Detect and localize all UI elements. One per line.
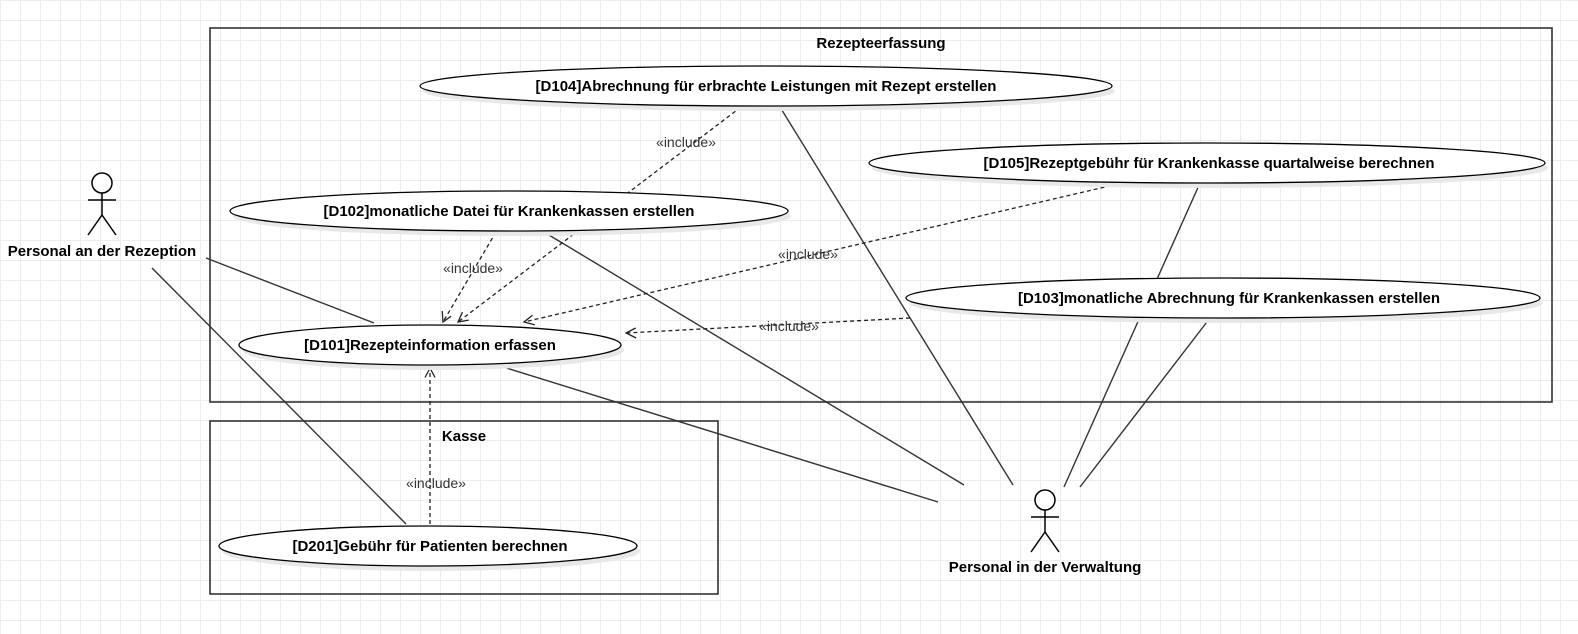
- use-case-d104-label: [D104]Abrechnung für erbrachte Leistunge…: [536, 78, 997, 95]
- association-verwaltung-d103: [1079, 317, 1211, 488]
- use-case-d201-label: [D201]Gebühr für Patienten berechnen: [292, 538, 567, 555]
- association-verwaltung-d104: [779, 106, 1014, 486]
- associations: [151, 106, 1211, 525]
- include-label-d104-d101: «include»: [656, 134, 716, 150]
- actor-rezeption[interactable]: Personal an der Rezeption: [8, 172, 196, 260]
- use-case-d103-label: [D103]monatliche Abrechnung für Krankenk…: [1018, 290, 1440, 307]
- use-case-d105-label: [D105]Rezeptgebühr für Krankenkasse quar…: [984, 155, 1435, 172]
- use-case-d201[interactable]: [D201]Gebühr für Patienten berechnen: [218, 525, 640, 571]
- include-label-d105-d101: «include»: [778, 246, 838, 262]
- association-verwaltung-d101: [499, 365, 939, 503]
- include-labels: «include» «include» «include» «include» …: [406, 134, 838, 491]
- actor-rezeption-icon[interactable]: [87, 172, 117, 236]
- include-label-d103-d101: «include»: [759, 318, 819, 334]
- include-d105-d101-arrowhead: [522, 314, 535, 326]
- use-case-d101[interactable]: [D101]Rezepteinformation erfassen: [238, 324, 624, 370]
- actor-verwaltung[interactable]: Personal in der Verwaltung: [949, 489, 1142, 576]
- use-case-d102[interactable]: [D102]monatliche Datei für Krankenkassen…: [229, 190, 791, 236]
- use-case-d101-ellipse[interactable]: [238, 324, 622, 366]
- boundary-kasse: Kasse: [209, 420, 719, 595]
- actor-verwaltung-icon[interactable]: [1030, 489, 1060, 553]
- include-d102-d101: [442, 231, 497, 323]
- include-label-d102-d101: «include»: [443, 260, 503, 276]
- boundary-kasse-title: Kasse: [442, 428, 486, 445]
- use-case-d102-ellipse[interactable]: [229, 190, 789, 232]
- use-case-d103-ellipse[interactable]: [905, 277, 1541, 319]
- association-verwaltung-d105: [1063, 182, 1201, 488]
- association-verwaltung-d102: [543, 231, 965, 486]
- include-d104-d101-arrowhead: [456, 311, 469, 323]
- use-case-d103[interactable]: [D103]monatliche Abrechnung für Krankenk…: [905, 277, 1543, 323]
- use-case-d104-ellipse[interactable]: [419, 65, 1113, 107]
- include-d103-d101-arrowhead: [624, 327, 637, 339]
- actor-rezeption-label: Personal an der Rezeption: [8, 243, 196, 260]
- boundary-rezepteerfassung-frame: [209, 27, 1553, 403]
- use-case-d101-label: [D101]Rezepteinformation erfassen: [304, 337, 556, 354]
- association-rezeption-d101: [205, 257, 375, 324]
- use-case-d105-ellipse[interactable]: [868, 142, 1546, 184]
- use-case-d104[interactable]: [D104]Abrechnung für erbrachte Leistunge…: [419, 65, 1115, 111]
- use-case-d105[interactable]: [D105]Rezeptgebühr für Krankenkasse quar…: [868, 142, 1548, 188]
- boundary-kasse-frame: [209, 420, 719, 595]
- include-d103-d101: [625, 317, 911, 334]
- boundary-rezepteerfassung-title: Rezepteerfassung: [816, 35, 945, 52]
- actor-verwaltung-label: Personal in der Verwaltung: [949, 559, 1142, 576]
- association-rezeption-d201: [151, 267, 407, 525]
- use-case-d102-label: [D102]monatliche Datei für Krankenkassen…: [324, 203, 695, 220]
- include-d105-d101: [523, 183, 1119, 323]
- include-d102-d101-arrowhead: [441, 311, 452, 324]
- use-case-d201-ellipse[interactable]: [218, 525, 638, 567]
- boundary-rezepteerfassung: Rezepteerfassung: [209, 27, 1553, 403]
- include-label-d201-d101: «include»: [406, 475, 466, 491]
